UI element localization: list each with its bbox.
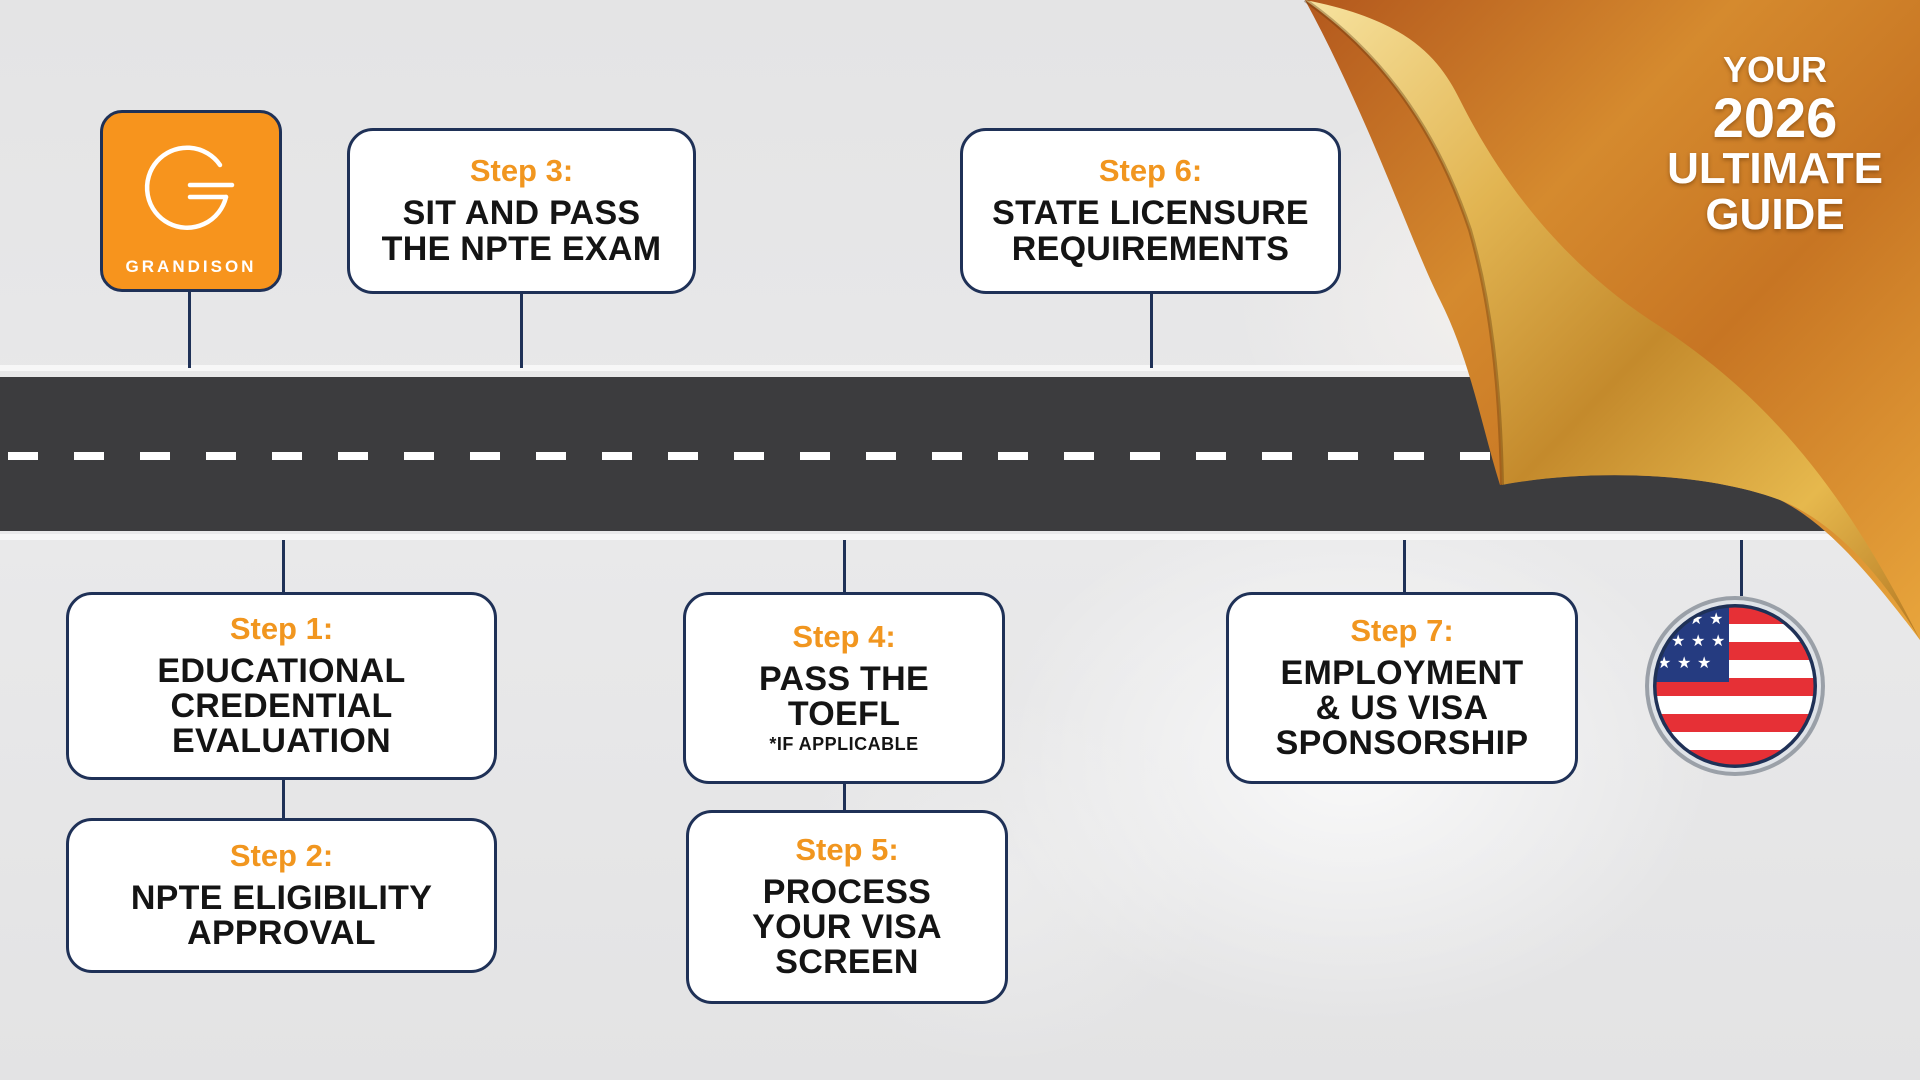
- svg-text:★: ★: [1697, 653, 1711, 672]
- road-edge-bottom: [0, 534, 1920, 540]
- step-5-label: Step 5:: [795, 831, 899, 867]
- step-3-card: Step 3: SIT AND PASS THE NPTE EXAM: [347, 128, 696, 294]
- connector-step-1: [282, 540, 285, 596]
- connector-step-4-5: [843, 782, 846, 814]
- step-2-title: NPTE ELIGIBILITY APPROVAL: [130, 878, 433, 952]
- guide-line-1: YOUR: [1722, 49, 1827, 90]
- svg-text:★: ★: [1691, 631, 1705, 650]
- svg-text:★: ★: [1711, 631, 1725, 650]
- step-3-label: Step 3:: [469, 153, 574, 189]
- step-6-title: STATE LICENSURE REQUIREMENTS: [992, 194, 1309, 268]
- step-7-title: EMPLOYMENT & US VISA SPONSORSHIP: [1275, 653, 1529, 762]
- guide-badge: YOUR 2026 ULTIMATE GUIDE: [1640, 50, 1910, 238]
- logo-wordmark: GRANDISON: [125, 257, 257, 276]
- connector-step-4: [843, 540, 846, 596]
- step-1-label: Step 1:: [229, 610, 334, 646]
- step-4-note: *IF APPLICABLE: [769, 734, 919, 755]
- connector-flag: [1740, 540, 1743, 596]
- connector-step-6: [1150, 292, 1153, 368]
- connector-logo: [188, 292, 191, 368]
- us-flag-icon: ★★ ★★★ ★★★: [1645, 596, 1825, 776]
- svg-text:★: ★: [1709, 609, 1723, 628]
- connector-step-3: [520, 292, 523, 368]
- step-6-card: Step 6: STATE LICENSURE REQUIREMENTS: [960, 128, 1341, 294]
- step-5-card: Step 5: PROCESS YOUR VISA SCREEN: [686, 810, 1008, 1004]
- step-6-label: Step 6:: [1098, 153, 1203, 189]
- grandison-logo: GRANDISON: [100, 110, 282, 292]
- step-2-card: Step 2: NPTE ELIGIBILITY APPROVAL: [66, 818, 497, 973]
- step-4-title: PASS THE TOEFL: [759, 659, 929, 733]
- step-1-card: Step 1: EDUCATIONAL CREDENTIAL EVALUATIO…: [66, 592, 497, 780]
- grandison-g-logo-icon: [144, 145, 235, 230]
- svg-text:★: ★: [1677, 653, 1691, 672]
- step-3-title: SIT AND PASS THE NPTE EXAM: [381, 194, 662, 268]
- step-5-title: PROCESS YOUR VISA SCREEN: [752, 872, 942, 981]
- guide-line-2: 2026: [1712, 86, 1838, 149]
- step-7-label: Step 7:: [1350, 612, 1454, 648]
- step-2-label: Step 2:: [229, 837, 334, 873]
- guide-line-4: GUIDE: [1705, 190, 1845, 239]
- step-1-title: EDUCATIONAL CREDENTIAL EVALUATION: [157, 651, 406, 760]
- connector-step-1-2: [282, 778, 285, 820]
- road-edge-top: [0, 365, 1920, 371]
- step-4-label: Step 4:: [792, 618, 896, 654]
- step-4-card: Step 4: PASS THE TOEFL *IF APPLICABLE: [683, 592, 1005, 784]
- road-lane-markings: [8, 452, 1908, 460]
- guide-line-3: ULTIMATE: [1667, 144, 1883, 193]
- connector-step-7: [1403, 540, 1406, 596]
- step-7-card: Step 7: EMPLOYMENT & US VISA SPONSORSHIP: [1226, 592, 1578, 784]
